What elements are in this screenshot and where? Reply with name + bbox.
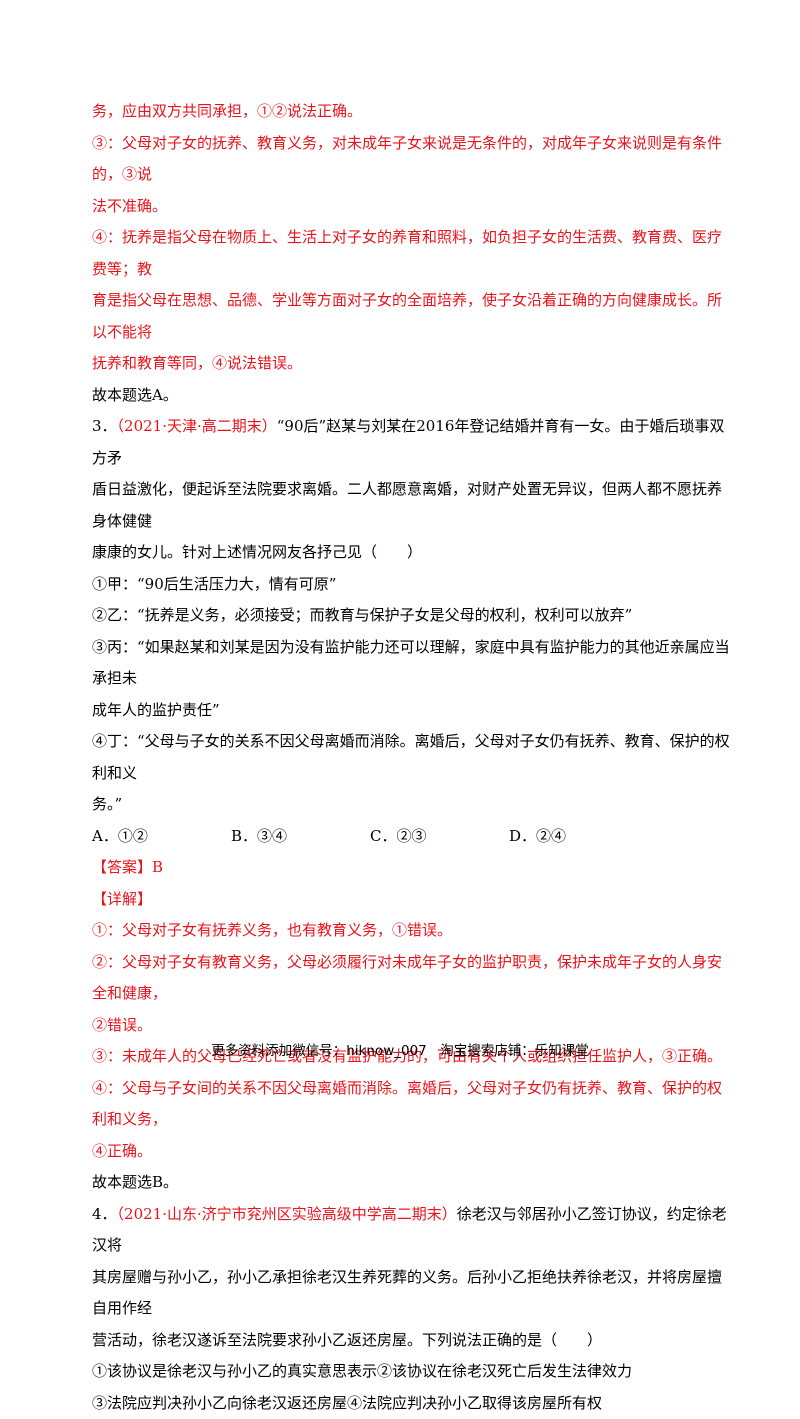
text-line: ③：父母对子女的抚养、教育义务，对未成年子女来说是无条件的，对成年子女来说则是有…	[92, 128, 732, 191]
answer-options: A．①② B．③④ C．②③ D．②④	[92, 821, 732, 853]
detail-line: ④正确。	[92, 1136, 732, 1168]
statement: 成年人的监护责任”	[92, 695, 732, 727]
text-line: 故本题选A。	[92, 380, 732, 412]
stem-text: 营活动，徐老汉遂诉至法院要求孙小乙返还房屋。下列说法正确的是（ ）	[92, 1325, 732, 1357]
text-line: 法不准确。	[92, 191, 732, 223]
text-line: 抚养和教育等同，④说法错误。	[92, 348, 732, 380]
question-stem: 3．（2021·天津·高二期末）“90后”赵某与刘某在2016年登记结婚并育有一…	[92, 411, 732, 474]
stem-text: 康康的女儿。针对上述情况网友各抒己见（ ）	[92, 537, 732, 569]
conclusion: 故本题选B。	[92, 1167, 732, 1199]
statement: ③丙：“如果赵某和刘某是因为没有监护能力还可以理解，家庭中具有监护能力的其他近亲…	[92, 632, 732, 695]
document-page: 务，应由双方共同承担，①②说法正确。 ③：父母对子女的抚养、教育义务，对未成年子…	[0, 0, 800, 1132]
stem-text: 其房屋赠与孙小乙，孙小乙承担徐老汉生养死葬的义务。后孙小乙拒绝扶养徐老汉，并将房…	[92, 1262, 732, 1325]
text-line: 育是指父母在思想、品德、学业等方面对子女的全面培养，使子女沿着正确的方向健康成长…	[92, 285, 732, 348]
statement: ②乙：“抚养是义务，必须接受；而教育与保护子女是父母的权利，权利可以放弃”	[92, 600, 732, 632]
statement: ①该协议是徐老汉与孙小乙的真实意思表示②该协议在徐老汉死亡后发生法律效力	[92, 1356, 732, 1388]
detail-line: ②错误。	[92, 1010, 732, 1042]
question-number: 3．	[92, 417, 117, 435]
option-c: C．②③	[370, 821, 509, 853]
answer-label: 【答案】B	[92, 852, 732, 884]
text-line: ④：抚养是指父母在物质上、生活上对子女的养育和照料，如负担子女的生活费、教育费、…	[92, 222, 732, 285]
statement: ③法院应判决孙小乙向徐老汉返还房屋④法院应判决孙小乙取得该房屋所有权	[92, 1388, 732, 1419]
option-a: A．①②	[92, 821, 231, 853]
question-4: 4．（2021·山东·济宁市兖州区实验高级中学高二期末）徐老汉与邻居孙小乙签订协…	[92, 1199, 732, 1419]
text-line: 务，应由双方共同承担，①②说法正确。	[92, 96, 732, 128]
detail-line: ①：父母对子女有抚养义务，也有教育义务，①错误。	[92, 915, 732, 947]
question-source: （2021·山东·济宁市兖州区实验高级中学高二期末）	[117, 1205, 457, 1223]
option-d: D．②④	[509, 821, 648, 853]
statement: ④丁：“父母与子女的关系不因父母离婚而消除。离婚后，父母对子女仍有抚养、教育、保…	[92, 726, 732, 789]
detail-label: 【详解】	[92, 884, 732, 916]
document-body: 务，应由双方共同承担，①②说法正确。 ③：父母对子女的抚养、教育义务，对未成年子…	[92, 96, 732, 1419]
option-b: B．③④	[231, 821, 370, 853]
statement: ①甲：“90后生活压力大，情有可原”	[92, 569, 732, 601]
detail-line: ④：父母与子女间的关系不因父母离婚而消除。离婚后，父母对子女仍有抚养、教育、保护…	[92, 1073, 732, 1136]
question-stem: 4．（2021·山东·济宁市兖州区实验高级中学高二期末）徐老汉与邻居孙小乙签订协…	[92, 1199, 732, 1262]
question-number: 4．	[92, 1205, 117, 1223]
question-3: 3．（2021·天津·高二期末）“90后”赵某与刘某在2016年登记结婚并育有一…	[92, 411, 732, 1199]
detail-line: ②：父母对子女有教育义务，父母必须履行对未成年子女的监护职责，保护未成年子女的人…	[92, 947, 732, 1010]
question-source: （2021·天津·高二期末）	[117, 417, 277, 435]
stem-text: 盾日益激化，便起诉至法院要求离婚。二人都愿意离婚，对财产处置无异议，但两人都不愿…	[92, 474, 732, 537]
page-footer: 更多资料添加微信号：hiknow_007 淘宝搜索店铺：乐知课堂	[0, 1039, 800, 1059]
statement: 务。”	[92, 789, 732, 821]
